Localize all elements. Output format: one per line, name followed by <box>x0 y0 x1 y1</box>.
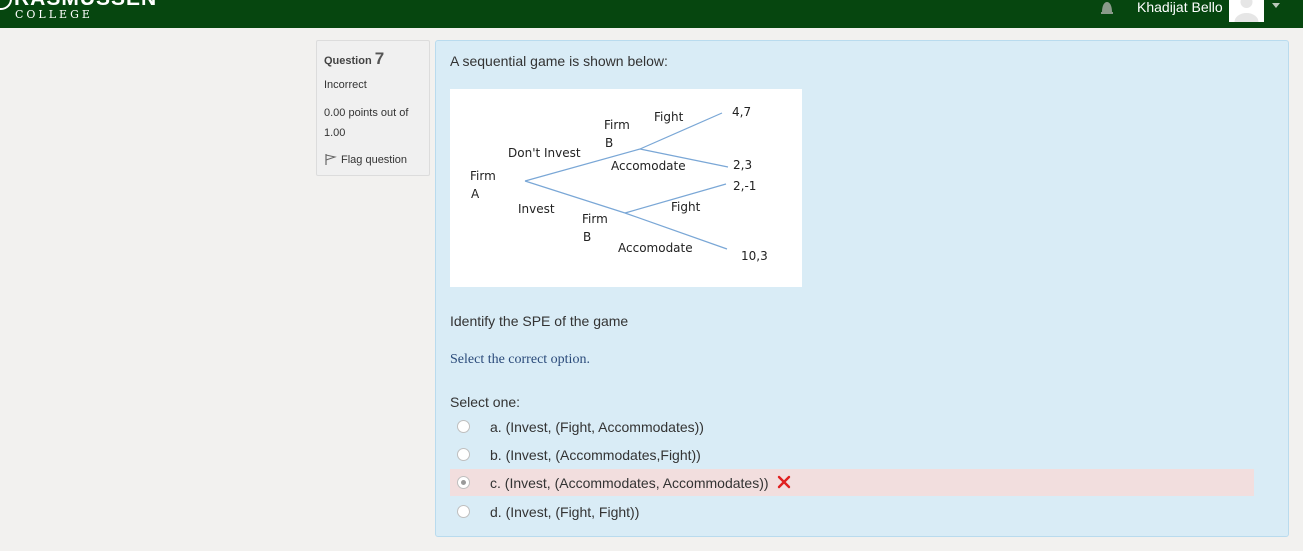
question-text: A sequential game is shown below: <box>450 53 668 69</box>
brand-subtitle: COLLEGE <box>15 8 93 21</box>
node-firm-b-top-letter: B <box>605 136 613 150</box>
label-dont-invest: Don't Invest <box>508 146 581 160</box>
branch-accomodate-bottom <box>624 212 728 250</box>
option-b-radio[interactable] <box>457 448 470 461</box>
question-hint: Select the correct option. <box>450 352 590 367</box>
branch-fight-top <box>639 112 723 150</box>
option-b[interactable]: b. (Invest, (Accommodates,Fight)) <box>450 441 1254 468</box>
option-a[interactable]: a. (Invest, (Fight, Accommodates)) <box>450 413 1254 440</box>
flag-icon <box>325 154 337 165</box>
question-state: Incorrect <box>324 79 367 91</box>
option-a-radio[interactable] <box>457 420 470 433</box>
option-c-radio[interactable] <box>457 476 470 489</box>
option-d-radio[interactable] <box>457 505 470 518</box>
branch-accomodate-top <box>639 148 729 168</box>
question-grade: 0.00 points out of 1.00 <box>324 107 409 139</box>
payoff-1: 4,7 <box>732 105 751 119</box>
label-accomodate-bottom: Accomodate <box>618 241 693 255</box>
payoff-4: 10,3 <box>741 249 768 263</box>
bell-icon[interactable] <box>1098 0 1116 16</box>
node-firm-b-top-label: Firm <box>604 118 630 132</box>
question-content: A sequential game is shown below: Firm A… <box>435 40 1289 537</box>
label-fight-top: Fight <box>654 110 684 124</box>
label-fight-bottom: Fight <box>671 200 701 214</box>
branch-dont-invest <box>524 148 641 182</box>
branch-fight-bottom <box>624 183 727 214</box>
node-firm-b-bottom-label: Firm <box>582 212 608 226</box>
top-navbar: RASMUSSEN COLLEGE Khadijat Bello <box>0 0 1303 28</box>
payoff-3: 2,-1 <box>733 179 756 193</box>
option-c[interactable]: c. (Invest, (Accommodates, Accommodates)… <box>450 469 1254 496</box>
question-number: Question 7 <box>324 49 422 69</box>
flag-question-button[interactable]: Flag question <box>324 153 422 166</box>
question-number-value: 7 <box>374 49 385 68</box>
select-one-label: Select one: <box>450 394 521 410</box>
question-info: Question 7 Incorrect 0.00 points out of … <box>316 40 430 176</box>
option-b-label[interactable]: b. (Invest, (Accommodates,Fight)) <box>490 446 701 463</box>
user-name[interactable]: Khadijat Bello <box>1137 0 1223 15</box>
option-d-label[interactable]: d. (Invest, (Fight, Fight)) <box>490 503 640 520</box>
branch-invest <box>524 180 626 214</box>
node-firm-a-letter: A <box>471 187 480 201</box>
brand-name[interactable]: RASMUSSEN <box>14 0 157 10</box>
avatar[interactable] <box>1229 0 1264 22</box>
logo-mark <box>0 0 12 10</box>
incorrect-mark-icon <box>777 475 791 489</box>
node-firm-a-label: Firm <box>470 169 496 183</box>
option-a-label[interactable]: a. (Invest, (Fight, Accommodates)) <box>490 418 704 435</box>
flag-question-label: Flag question <box>341 153 408 166</box>
label-invest: Invest <box>518 202 555 216</box>
option-c-label[interactable]: c. (Invest, (Accommodates, Accommodates)… <box>490 474 769 491</box>
node-firm-b-bottom-letter: B <box>583 230 591 244</box>
label-accomodate-top: Accomodate <box>611 159 686 173</box>
game-tree-diagram: Firm A Firm B Firm B Don't Invest Invest… <box>450 89 802 287</box>
payoff-2: 2,3 <box>733 158 752 172</box>
question-prompt: Identify the SPE of the game <box>450 313 629 329</box>
question-label: Question <box>324 55 372 67</box>
option-d[interactable]: d. (Invest, (Fight, Fight)) <box>450 498 1254 525</box>
chevron-down-icon[interactable] <box>1272 3 1280 8</box>
